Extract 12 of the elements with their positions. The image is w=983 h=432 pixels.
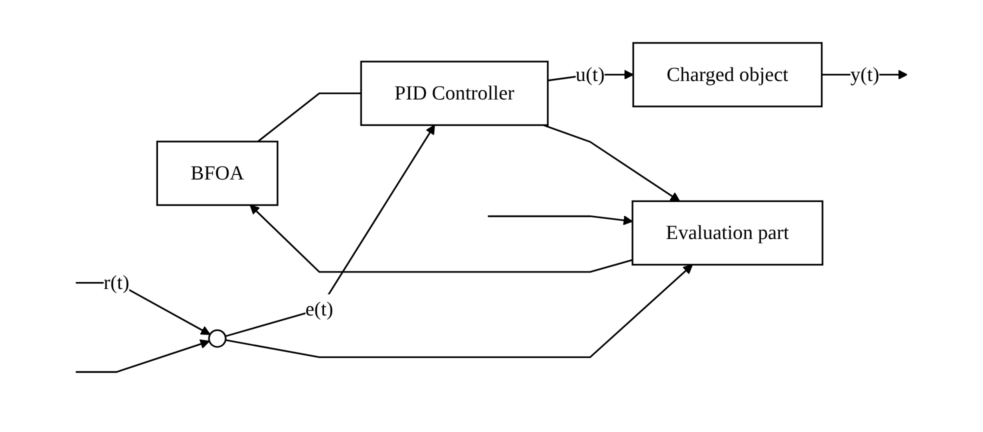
arrow [225,264,693,358]
process-box: PID Controller [360,60,549,126]
arrow [250,204,633,273]
arrow [543,124,680,202]
summing-junction [208,330,227,348]
arrow [488,216,633,226]
arrow [76,340,210,374]
connector-line [257,92,362,142]
process-box: BFOA [156,140,278,206]
process-box: Evaluation part [632,200,824,266]
arrow [225,124,436,338]
process-box: Charged object [632,42,823,108]
